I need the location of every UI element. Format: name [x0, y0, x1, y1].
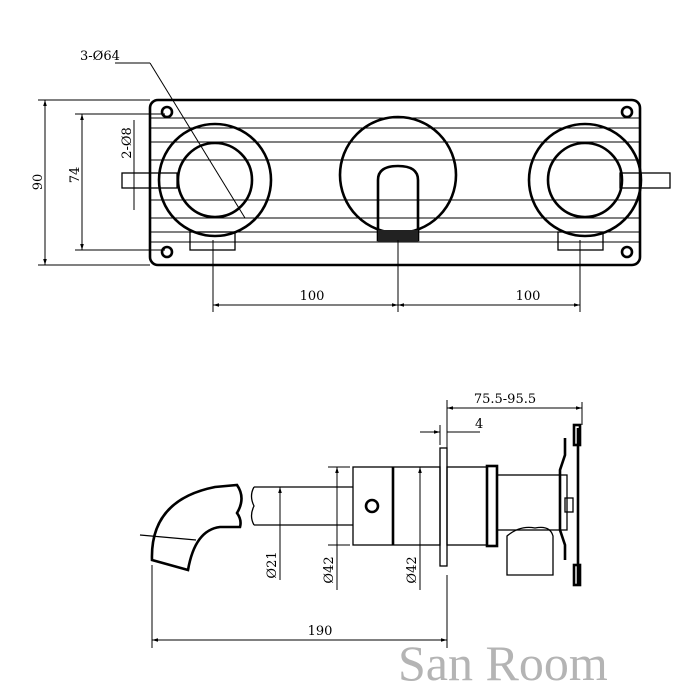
body-dia-1-label: Ø42	[322, 556, 337, 583]
height-outer-label: 90	[31, 174, 46, 191]
corner-holes	[160, 105, 634, 259]
spacing-left-label: 100	[300, 289, 325, 304]
height-inner-label: 74	[68, 167, 83, 184]
flange-thickness-label: 4	[475, 417, 483, 432]
holes-dim-label: 3-Ø64	[80, 49, 120, 64]
spout-escutcheon	[338, 115, 458, 235]
right-escutcheon	[527, 122, 643, 238]
flange	[439, 447, 448, 567]
pins-dim-label: 2-Ø8	[120, 127, 135, 159]
spout-curve	[150, 483, 243, 572]
right-lever-handle	[619, 172, 671, 189]
spout	[376, 164, 420, 242]
bracket	[558, 428, 580, 585]
spacing-right-label: 100	[516, 289, 541, 304]
left-escutcheon	[157, 122, 273, 238]
front-view: 3-Ø64 90 74 2-Ø8 100 100	[31, 49, 671, 312]
plate-rails	[150, 117, 640, 243]
body-dia-2-label: Ø42	[405, 556, 420, 583]
side-view: 75.5-95.5 4 Ø21 Ø42 Ø42 190	[139, 392, 583, 648]
wall-range-label: 75.5-95.5	[474, 392, 536, 407]
watermark: San Room	[398, 635, 608, 691]
spout-dia-label: Ø21	[265, 551, 280, 578]
spout-length-label: 190	[308, 624, 333, 639]
